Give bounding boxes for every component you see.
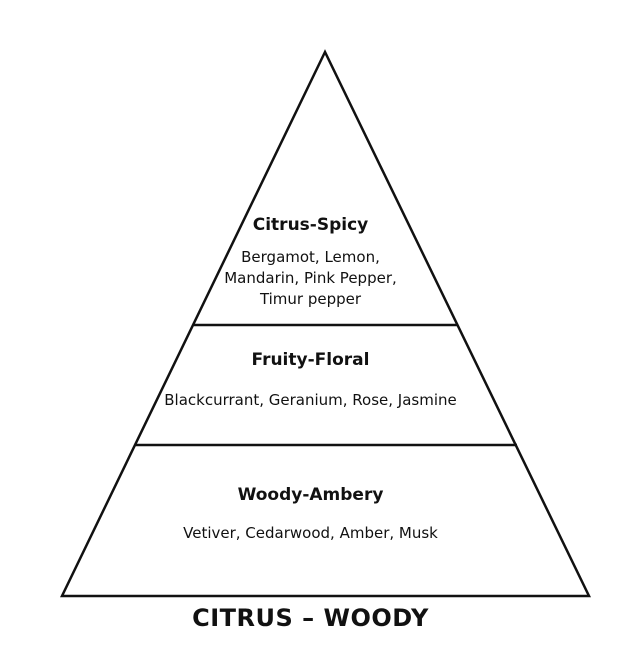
tier-middle: Fruity-Floral Blackcurrant, Geranium, Ro…	[0, 350, 621, 410]
tier-middle-notes: Blackcurrant, Geranium, Rose, Jasmine	[164, 391, 457, 409]
tier-top-title: Citrus-Spicy	[252, 215, 369, 235]
tier-top: Citrus-Spicy Bergamot, Lemon, Mandarin, …	[0, 215, 621, 310]
tier-middle-title: Fruity-Floral	[251, 350, 370, 370]
tier-base-notes: Vetiver, Cedarwood, Amber, Musk	[183, 524, 438, 542]
tier-base: Woody-Ambery Vetiver, Cedarwood, Amber, …	[0, 485, 621, 543]
tier-top-notes: Bergamot, Lemon, Mandarin, Pink Pepper, …	[224, 248, 397, 308]
pyramid-caption: CITRUS – WOODY	[192, 604, 429, 632]
tier-base-title: Woody-Ambery	[237, 485, 384, 505]
